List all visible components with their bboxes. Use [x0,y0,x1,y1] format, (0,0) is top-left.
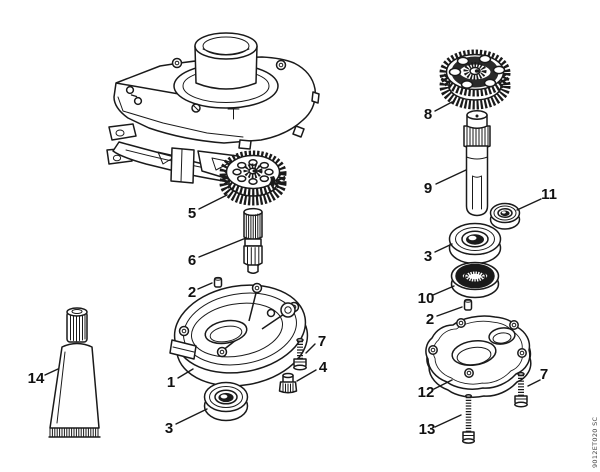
flange-housing [425,315,532,398]
callout-14-label: 14 [28,370,45,387]
callout-7-left: 7 [305,333,326,354]
gearbox-housing-cover [169,282,309,387]
callout-3-right: 3 [424,243,453,265]
gear-head-housing [106,32,320,186]
callout-8-label: 8 [424,106,432,123]
callout-4-label: 4 [319,359,328,376]
callout-7-left-label: 7 [318,333,326,350]
dowel-pin-left [213,276,223,288]
callout-5-label: 5 [188,205,196,222]
callout-3-left-label: 3 [165,420,173,437]
drive-shaft-long [463,110,491,217]
callout-10: 10 [418,285,455,307]
ball-bearing-left [203,381,249,422]
callout-7-right: 7 [527,366,548,387]
screw-right [514,371,528,408]
ball-bearing-right [448,222,502,265]
callout-9: 9 [424,169,467,197]
callout-12-label: 12 [418,384,435,401]
callout-11-label: 11 [541,186,557,203]
spur-gear-small [219,150,287,206]
callouts: 5 6 2 1 7 4 3 14 [28,101,557,438]
callout-2-right: 2 [426,306,463,328]
callout-13: 13 [419,414,462,438]
callout-7-right-label: 7 [540,366,548,383]
grease-tube [48,307,101,438]
callout-11: 11 [516,186,557,211]
filler-plug [278,372,298,394]
cast-mark [125,85,135,95]
callout-5: 5 [188,194,228,222]
callout-3-right-label: 3 [424,248,432,265]
callout-6-label: 6 [188,252,196,269]
callout-1-label: 1 [167,374,175,391]
ball-bearing-small [489,202,521,230]
callout-12: 12 [418,379,453,401]
spur-gear-large [439,49,511,110]
output-shaft-short [243,207,263,274]
callout-2-right-label: 2 [426,311,434,328]
screw-long [461,393,476,444]
callout-10-label: 10 [418,290,435,307]
callout-6: 6 [188,237,247,269]
callout-9-label: 9 [424,180,432,197]
sealing-ring [450,261,500,299]
callout-14: 14 [28,368,59,387]
callout-3-left: 3 [165,408,208,437]
callout-2-left-label: 2 [188,284,196,301]
callout-2-left: 2 [188,282,213,301]
callout-4: 4 [296,359,328,382]
callout-1: 1 [167,368,194,391]
screw-left [293,337,307,371]
callout-13-label: 13 [419,421,436,438]
diagram-code: 9012ET020 SC [591,416,599,468]
dowel-pin-right [463,298,473,311]
callout-8: 8 [424,101,453,123]
